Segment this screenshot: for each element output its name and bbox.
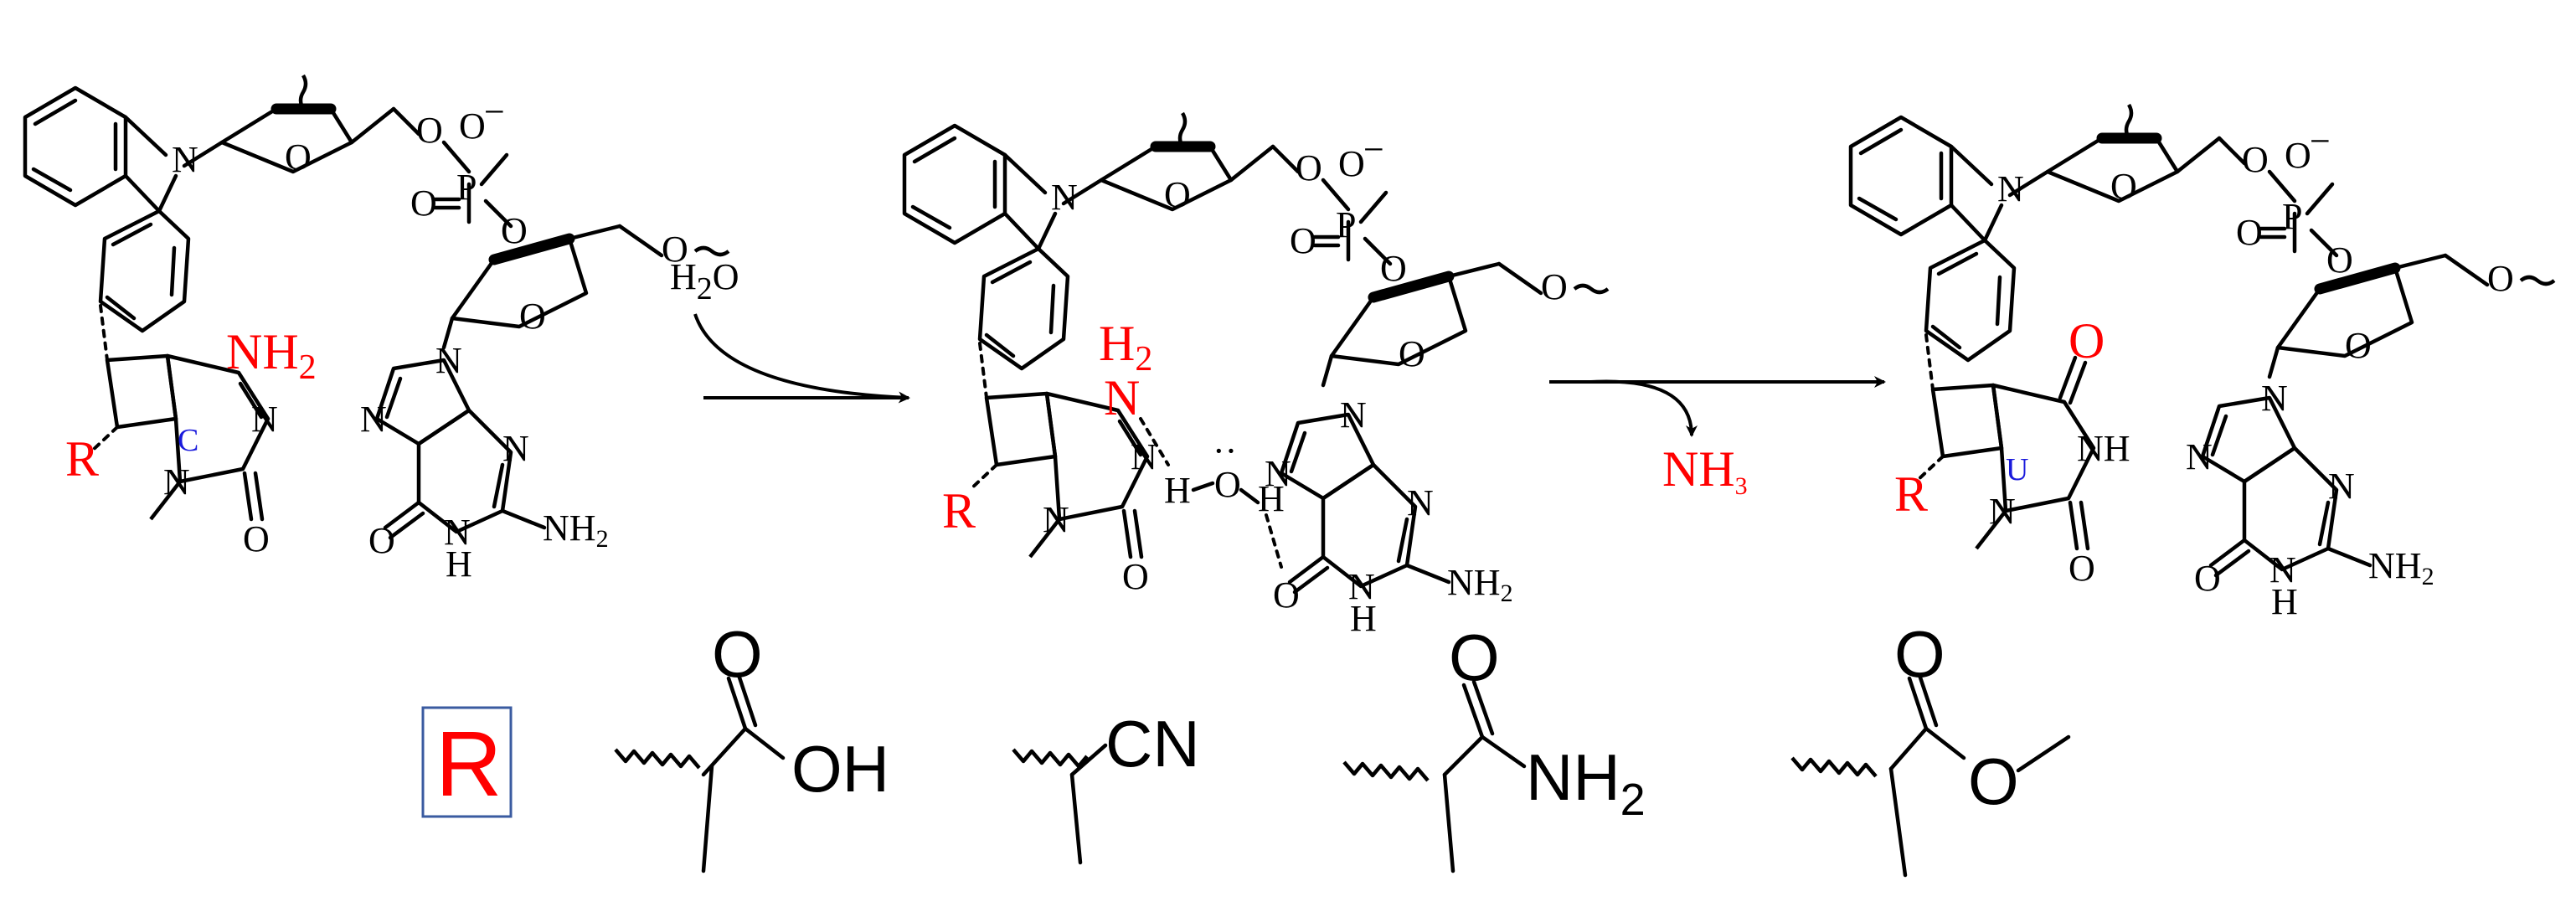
cytosine-o2: O [1122,556,1149,597]
chain-o: O [1541,266,1568,307]
intermediate-hydrogen-bonded: N O O P O − O O O O N N N N H O NH2 N N … [904,113,1608,639]
guanine-n1: N [444,512,471,553]
phosphate-minus: − [2310,121,2331,162]
water-lone-pair: ·· [1213,430,1237,471]
guanine-n3: N [502,428,529,469]
guanine-o6: O [2194,558,2221,599]
cytosine-n3: N [251,399,278,440]
ester-o: O [1296,147,1322,188]
r-key-box [421,706,513,818]
r-substituent: R [942,483,976,538]
guanine-o6: O [368,520,395,561]
guanine-nh2: NH2 [1447,562,1513,607]
carbazole-n: N [1051,177,1078,218]
r-group-carboxylic-acid: O OH [614,617,889,873]
ester-o: O [2242,139,2269,180]
ester-o: O [416,110,443,151]
phosphorus: P [2282,196,2302,237]
phosphate-o-top: O [459,106,486,147]
guanine-o6: O [1273,575,1300,616]
guanine-n1: N [2269,549,2296,590]
r-group-amide: O NH2 [1342,621,1646,873]
uracil-n1: N [1989,491,2016,532]
phosphate-o-bridge: O [2326,240,2353,281]
carbazole-n: N [1997,168,2024,209]
phosphate-o-double: O [2236,212,2263,253]
amide-carbonyl-o: O [1449,621,1500,694]
sugar-o-2: O [2345,325,2372,366]
ammonia-release-arrow [1590,379,1698,437]
phosphate-o-bridge: O [1380,248,1407,289]
r-substituent: R [1894,466,1928,522]
guanine-n9: N [1340,394,1367,435]
phosphate-o-bridge: O [501,210,528,251]
r-key-label: R [435,713,502,816]
r-group-legend: R O OH CN O NH2 [421,617,2071,878]
guanine-n9: N [435,340,462,381]
phosphate-o-double: O [1290,220,1316,261]
released-ammonia: NH3 [1662,441,1748,500]
chain-o: O [2487,258,2514,299]
new-carbonyl-o: O [2069,313,2105,368]
water-h-left: H [1164,470,1191,511]
guanine-nh2: NH2 [543,508,609,553]
phosphate-o-top: O [2285,135,2311,176]
water-o: O [1214,464,1241,505]
guanine-h1: H [1350,598,1377,639]
sugar-o-2: O [519,296,546,337]
cytosine-o2: O [243,518,270,559]
phosphate-o-top: O [1338,143,1365,184]
cytosine-n1: N [1043,499,1069,540]
h-bond-amine-water [1139,417,1170,466]
acid-oh: OH [791,732,889,806]
phosphate-minus: − [484,91,505,132]
phosphorus: P [456,167,477,208]
ester-o: O [1968,745,2019,818]
phosphate-minus: − [1363,129,1384,170]
guanine-h1: H [446,544,472,585]
guanine-n7: N [1265,453,1291,494]
amine-nh2: NH2 [226,324,317,387]
guanine-n7: N [360,399,387,440]
reagent-water: H2O [670,256,739,307]
sugar-o: O [285,137,312,178]
guanine-h1: H [2271,581,2298,622]
cytosine-n3: N [1131,436,1157,477]
phosphorus: P [1336,204,1356,245]
ring-label-c: C [178,423,198,458]
r-group-methyl-ester: O O [1790,617,2071,878]
reaction-arrow-1 [693,313,910,404]
water-h-right: H [1258,478,1285,519]
carbazole-n: N [172,139,198,180]
uracil-nh: NH [2077,428,2130,469]
ester-carbonyl-o: O [1894,617,1945,691]
guanine-n3: N [2328,466,2355,507]
acid-carbonyl-o: O [712,617,763,691]
phosphate-o-double: O [410,183,437,224]
nitrile-cn: CN [1105,707,1200,781]
uracil-o2: O [2069,548,2095,589]
guanine-n7: N [2186,436,2213,477]
guanine-n1: N [1348,566,1375,607]
sugar-o: O [2110,166,2137,207]
guanine-nh2: NH2 [2368,545,2434,590]
r-group-nitrile: CN [1012,707,1200,865]
amide-nh2: NH2 [1526,740,1646,825]
sugar-o-2: O [1399,333,1425,374]
product-uracil-dimer: N O O P O − O O O O N N N N H O NH2 NH N… [1851,105,2554,622]
chain-o: O [662,229,688,270]
cytosine-n1: N [163,461,190,502]
amine-n: N [1104,370,1140,425]
reactant-cytosine-dimer: N O O P O − O O O O N N N N H O NH2 N N … [25,75,729,585]
ring-label-u: U [2006,452,2028,487]
guanine-n9: N [2261,378,2288,419]
guanine-n3: N [1407,482,1434,523]
amine-h2: H2 [1099,316,1152,379]
r-substituent: R [65,431,99,487]
h-bond-water-guanine [1265,513,1283,569]
sugar-o: O [1164,174,1191,215]
